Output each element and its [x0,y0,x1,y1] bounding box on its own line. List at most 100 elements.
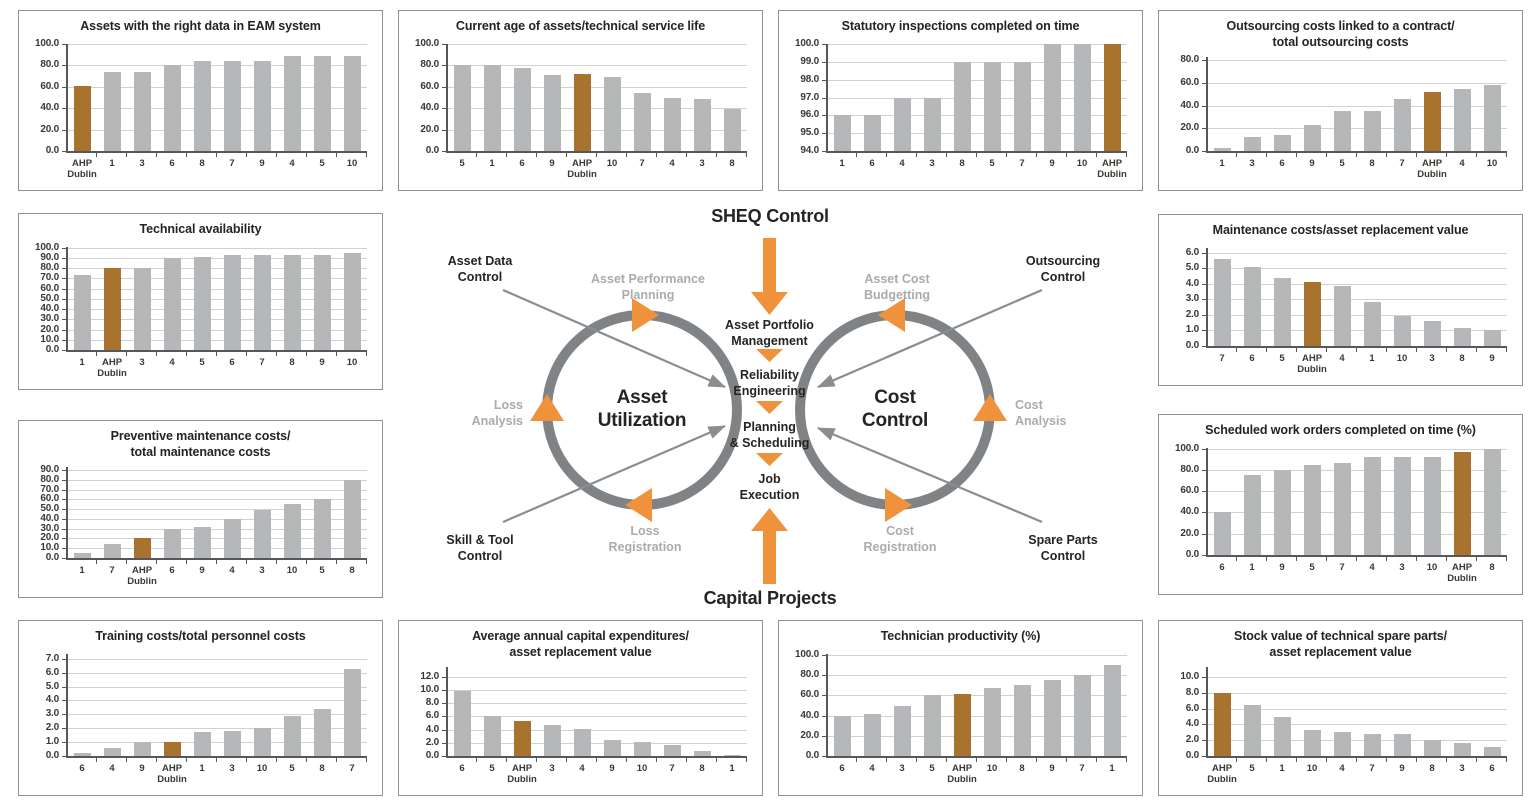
y-axis-tick [1202,60,1206,62]
x-axis-label: 3 [549,763,555,774]
gridline [67,268,367,269]
x-axis-tick [96,153,97,157]
y-axis-label: 7.0 [45,652,60,664]
asset-utilization-title: Asset Utilization [597,387,687,431]
gridline [447,676,747,678]
x-axis-tick [1416,758,1417,762]
y-axis-label: 10.0 [40,333,59,345]
x-axis-tick [1416,557,1417,561]
bar [193,61,211,151]
y-axis-label: 80.0 [40,473,59,485]
y-axis-tick [822,44,826,45]
x-axis-label: 5 [1279,353,1285,364]
y-axis-label: 20.0 [40,123,59,135]
x-axis-label: 5 [289,763,295,774]
bar [1273,135,1291,151]
x-axis-label: 1 [1249,562,1255,573]
x-axis-tick [1096,153,1097,157]
bar [453,691,471,756]
chart-panel: Assets with the right data in EAM system… [18,10,383,191]
bar [103,747,121,756]
x-axis-tick [336,758,337,762]
x-axis-line [1206,555,1507,557]
x-axis-label: 8 [1489,562,1495,573]
x-axis-tick [336,560,337,564]
bar [1333,286,1351,346]
y-axis-tick [62,538,66,540]
x-axis-label: 1 [489,158,495,169]
x-axis-label: 10 [1076,158,1088,169]
bar [1303,730,1321,756]
x-axis-label: 3 [229,763,235,774]
x-axis-label: 1 [1279,763,1285,774]
y-axis-tick [442,690,446,692]
y-axis-label: 60.0 [1180,485,1199,497]
x-axis-label: 9 [259,158,265,169]
bar [923,97,941,151]
chart-panel: Preventive maintenance costs/ total main… [18,420,383,598]
x-axis-tick [1066,758,1067,762]
y-axis-tick [62,548,66,550]
y-axis-label: 20.0 [420,123,439,135]
y-axis-tick [1202,346,1206,347]
y-axis-label: 40.0 [420,102,439,114]
x-axis-tick [856,758,857,762]
x-axis-line [66,756,367,758]
x-axis-tick [246,758,247,762]
x-axis-tick [1386,557,1387,561]
x-axis-label: 10 [1396,353,1408,364]
y-axis-label: 8.0 [425,697,440,709]
bar [923,695,941,756]
bar [573,729,591,756]
ring-arrow-left-icon [625,488,652,522]
bar [1013,61,1031,151]
x-axis-label: 10 [346,357,358,368]
x-axis-tick [216,560,217,564]
y-axis-label: 3.0 [45,708,60,720]
gridline [67,518,367,520]
x-axis-tick [916,153,917,157]
sheq-down-arrow-icon [751,292,788,315]
x-axis-label: AHP Dublin [67,158,97,180]
y-axis-tick [1202,756,1206,757]
gridline [447,44,747,45]
x-axis-tick [156,560,157,564]
x-axis-label: 4 [229,565,235,576]
gridline [1207,677,1507,679]
y-axis-tick [822,61,826,63]
gridline [447,86,747,88]
gridline [67,129,367,131]
y-axis-tick [442,676,446,678]
chart-panel: Average annual capital expenditures/ ass… [398,620,763,796]
y-axis-tick [62,528,66,530]
gridline [67,672,367,674]
gridline [1207,724,1507,726]
connector-spare-parts-to-planning [816,426,1043,524]
x-axis-tick [246,153,247,157]
y-axis-line [66,467,68,559]
x-axis-tick [1506,557,1507,561]
x-axis-tick [1506,758,1507,762]
x-axis-tick [1326,557,1327,561]
y-axis-tick [62,278,66,280]
ring-arrow-up-icon [973,394,1007,421]
y-axis-tick [62,686,66,688]
bar [253,727,271,756]
y-axis-label: 6.0 [1185,702,1200,714]
bar [863,115,881,151]
bar [1333,731,1351,756]
gridline [1207,314,1507,316]
bar [163,257,181,350]
x-axis-tick [1506,153,1507,157]
x-axis-tick [566,153,567,157]
gridline [827,79,1127,81]
x-axis-label: 10 [636,763,648,774]
bar [223,518,241,558]
x-axis-tick [246,560,247,564]
bar [223,61,241,151]
gridline [1207,491,1507,493]
gridline [67,658,367,660]
bar-highlighted [133,537,151,558]
